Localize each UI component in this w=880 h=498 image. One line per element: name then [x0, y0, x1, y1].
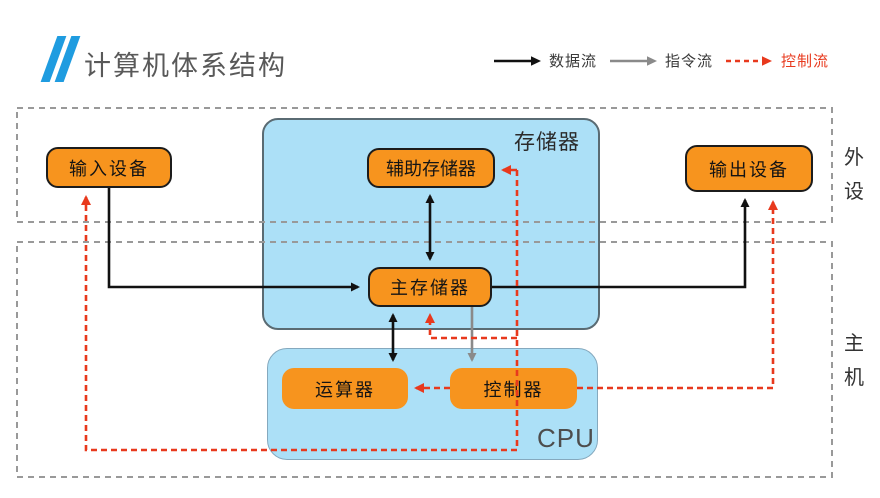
- node-input-device-label: 输入设备: [69, 158, 149, 179]
- memory-group-label: 存储器: [514, 131, 580, 154]
- legend-item-control-flow: 控制流: [725, 50, 829, 71]
- node-controller: 控制器: [450, 368, 577, 409]
- node-alu-label: 运算器: [315, 379, 375, 400]
- node-output-device: 输出设备: [685, 145, 813, 192]
- header: 计算机体系结构 数据流 指令流: [0, 0, 880, 100]
- dashed-red-arrow-icon: [726, 55, 773, 66]
- legend-item-data-flow: 数据流: [493, 50, 597, 71]
- flow-legend: 数据流 指令流 控制流: [493, 50, 829, 71]
- host-region-label: 主机: [844, 333, 864, 389]
- peripherals-region-label: 外设: [844, 147, 864, 203]
- page-title: 计算机体系结构: [84, 51, 287, 81]
- node-main-memory: 主存储器: [368, 267, 492, 307]
- legend-label-instruction-flow: 指令流: [665, 53, 714, 70]
- solid-gray-arrow-icon: [610, 55, 658, 66]
- node-controller-label: 控制器: [483, 379, 544, 400]
- legend-label-control-flow: 控制流: [781, 53, 830, 70]
- legend-label-data-flow: 数据流: [549, 53, 598, 70]
- node-aux-storage-label: 辅助存储器: [386, 159, 476, 179]
- title-slashes-icon: [40, 36, 81, 82]
- node-input-device: 输入设备: [46, 147, 172, 188]
- control-flow-to-output-device: [577, 200, 778, 390]
- node-main-memory-label: 主存储器: [390, 278, 470, 298]
- node-alu: 运算器: [282, 368, 408, 409]
- node-aux-storage: 辅助存储器: [367, 148, 495, 188]
- solid-black-arrow-icon: [494, 55, 541, 66]
- legend-item-instruction-flow: 指令流: [609, 50, 713, 71]
- node-output-device-label: 输出设备: [709, 159, 789, 180]
- cpu-group-label: CPU: [537, 423, 595, 453]
